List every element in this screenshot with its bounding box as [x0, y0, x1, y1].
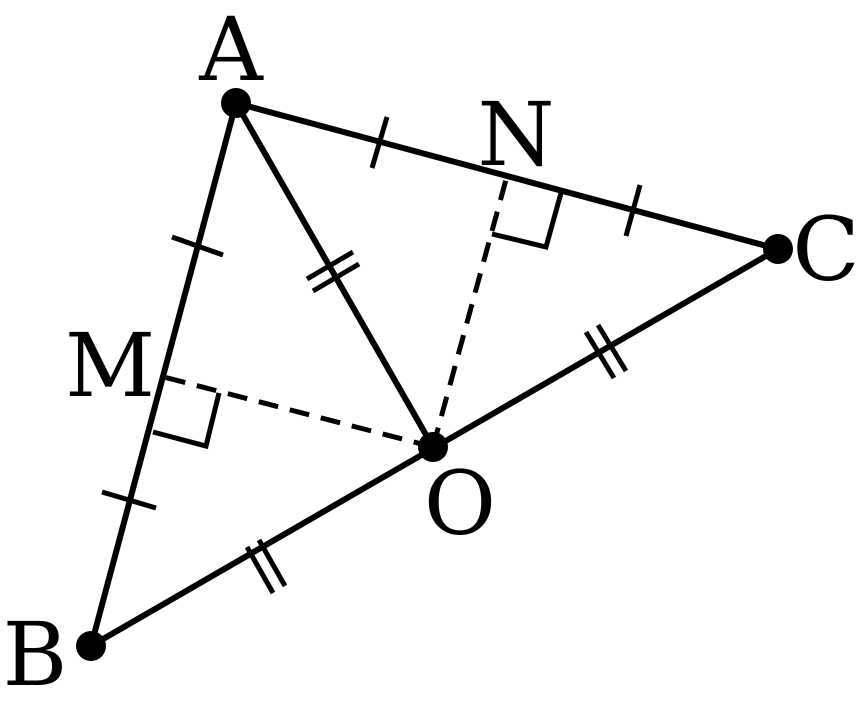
label-o: O [424, 452, 496, 555]
perpendicular-on [430, 175, 510, 448]
tick-nc [623, 184, 643, 237]
right-angle-mark-n [491, 192, 564, 250]
point-b [76, 631, 106, 661]
right-angle-mark-m [152, 392, 222, 450]
tick-am [171, 234, 224, 258]
tick-an [369, 116, 390, 169]
tick-mb [101, 489, 157, 511]
double-tick-ao-1 [305, 249, 355, 282]
label-c: C [792, 198, 859, 301]
double-tick-bo-2 [256, 538, 288, 588]
point-o [418, 432, 448, 462]
label-n: N [478, 83, 555, 186]
label-a: A [198, 0, 264, 101]
label-b: B [3, 603, 68, 706]
label-m: M [65, 314, 155, 417]
double-tick-oc-1 [583, 330, 617, 380]
point-a [221, 88, 251, 118]
double-tick-bo-1 [244, 545, 276, 595]
segment-ao [233, 101, 436, 449]
double-tick-ao-2 [311, 261, 361, 294]
segment-ab [88, 102, 239, 647]
point-c [763, 234, 793, 264]
double-tick-oc-2 [595, 323, 629, 373]
perpendicular-om [159, 373, 434, 450]
segment-ac [235, 100, 779, 252]
